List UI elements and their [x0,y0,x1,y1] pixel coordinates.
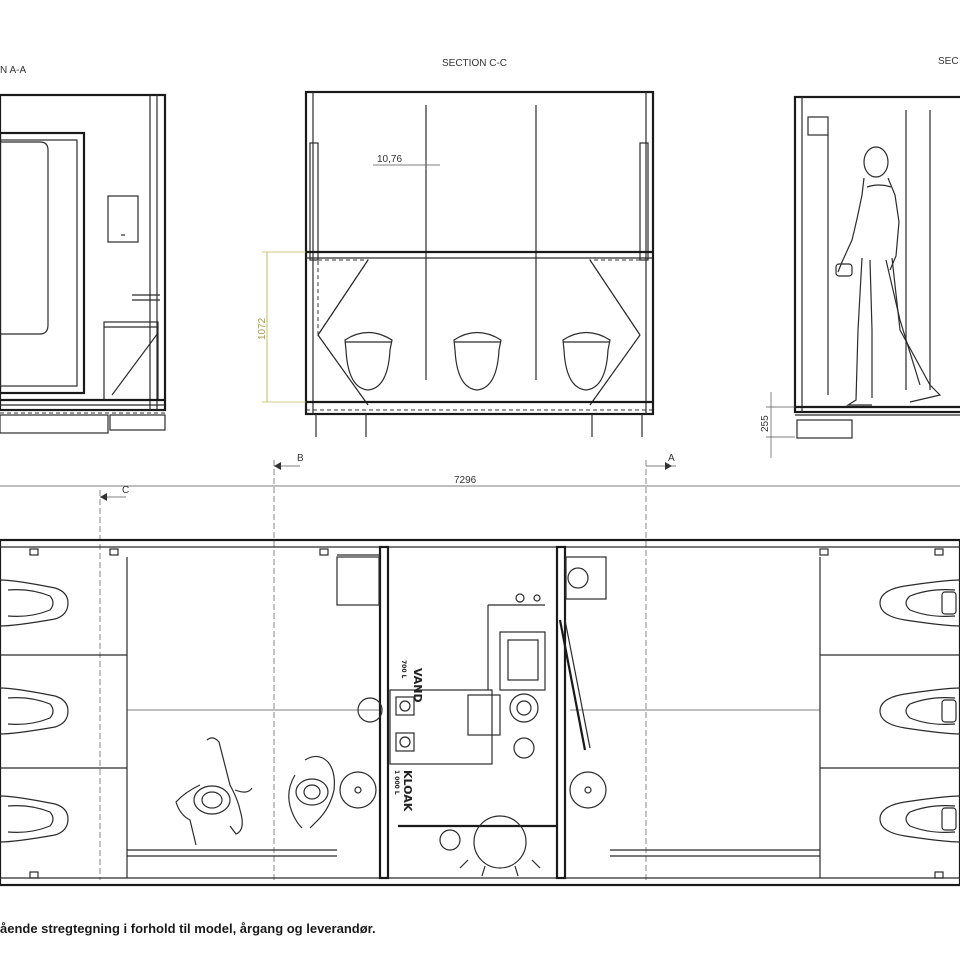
sink-left [336,556,380,606]
dispenser [107,195,139,243]
basin-right [569,771,607,809]
dimension-255: 255 [760,415,771,432]
plan-dimensions: B A C 7296 [0,453,960,880]
person-figure [835,146,942,406]
toilet-front-3 [562,331,611,391]
toilet-plan-left-2 [0,687,69,735]
section-right-label: SEC [938,56,959,67]
basin-left [339,771,377,809]
section-a-a: N A-A [0,65,167,434]
section-a-a-label: N A-A [0,65,26,76]
dimension-7296: 7296 [454,475,477,486]
section-c-c: SECTION C-C [257,58,655,437]
toilet-front-1 [344,331,393,391]
marker-b: B [297,453,304,464]
floor-plan: VAND 700 L KLOAK 1 000 L [0,538,960,887]
toilet-plan-left-3 [0,795,69,843]
caption-text: ående stregtegning i forhold til model, … [0,921,376,936]
person-plan-1 [175,737,253,846]
tank-vand-label: VAND [411,668,424,703]
section-c-c-label: SECTION C-C [442,58,507,69]
toilet-plan-right-2 [879,687,960,735]
tank-vand-capacity: 700 L [400,660,407,679]
person-plan-2 [288,755,335,829]
tank-kloak-label: KLOAK [401,770,414,812]
pump-unit [499,631,546,691]
dimension-1076: 10,76 [377,154,402,165]
dimension-1072: 1072 [257,317,268,340]
toilet-plan-right-3 [879,795,960,843]
section-right: SEC 255 [760,56,960,458]
door-frame [0,131,86,395]
toilet-front-2 [453,331,502,391]
marker-a: A [668,453,675,464]
heater [473,815,527,869]
toilet-plan-right-1 [879,579,960,627]
mirror [0,141,49,335]
marker-c: C [122,485,129,496]
tank-kloak-capacity: 1 000 L [393,770,400,795]
sink-right [565,556,607,600]
water-tank [389,689,493,765]
toilet-plan-left-1 [0,579,69,627]
